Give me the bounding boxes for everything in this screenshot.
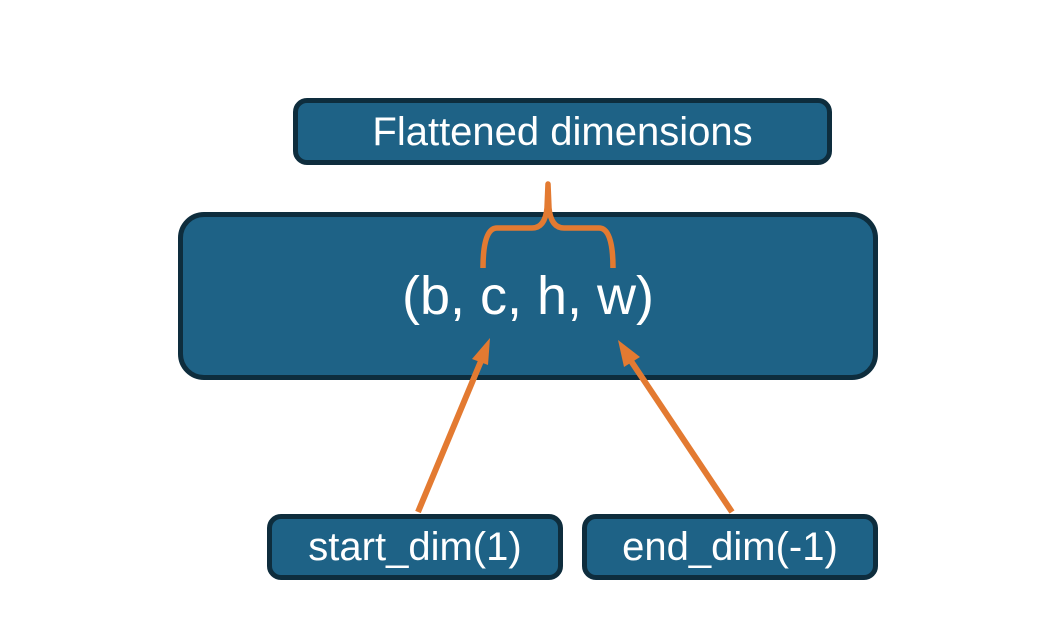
node-start-dim-label: start_dim(1) [308, 525, 522, 569]
node-end-dim: end_dim(-1) [582, 514, 878, 580]
node-tensor-shape: (b, c, h, w) [178, 212, 878, 380]
node-start-dim: start_dim(1) [267, 514, 563, 580]
node-flattened-dimensions-label: Flattened dimensions [372, 109, 753, 154]
node-flattened-dimensions: Flattened dimensions [293, 98, 832, 165]
node-tensor-shape-label: (b, c, h, w) [401, 266, 655, 326]
node-end-dim-label: end_dim(-1) [622, 525, 838, 569]
